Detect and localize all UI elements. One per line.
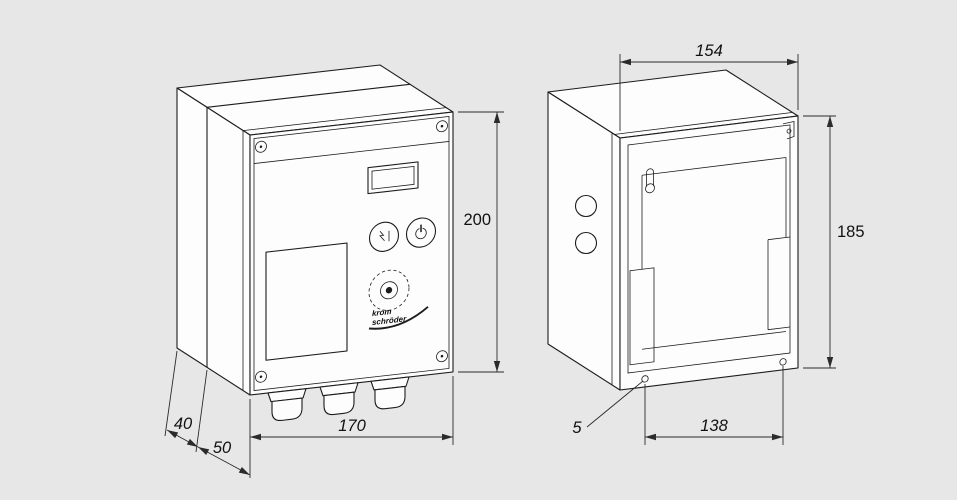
dim-rear-width-label: 154 (695, 42, 723, 60)
dimension-hole-spacing: 138 (644, 366, 784, 445)
corner-screws (255, 120, 448, 383)
rear-view: 154 185 138 5 (547, 42, 865, 445)
mounting-holes (641, 358, 787, 383)
brand-logo-swoosh (368, 306, 429, 330)
cable-glands (267, 376, 410, 422)
housing-seam-lines (206, 83, 447, 391)
dimension-rear-width: 154 (619, 42, 799, 131)
reset-button-icon (379, 230, 390, 242)
cable-knockouts (574, 194, 598, 255)
front-isometric-view: krom schröder (164, 64, 504, 478)
knob (368, 269, 410, 311)
keyhole-slot (645, 168, 655, 194)
wall-thickness-lines (611, 112, 793, 385)
rear-opening (619, 115, 799, 391)
reset-button (368, 221, 400, 252)
power-button-icon (415, 224, 427, 240)
dimension-width: 170 (249, 376, 454, 478)
cable-gland (370, 376, 410, 410)
back-wall-contour (641, 157, 790, 350)
dimension-depth: 40 50 (164, 350, 251, 476)
retaining-clip (782, 120, 795, 140)
dim-width-label: 170 (338, 417, 366, 435)
front-panel-top-strip-line (254, 141, 449, 164)
dim-depth-front-label: 50 (213, 439, 232, 457)
brand-logo: krom schröder (368, 306, 429, 330)
interior-rib (629, 267, 655, 366)
dimension-height: 200 (458, 111, 504, 373)
dim-hole-spacing-label: 138 (700, 417, 728, 435)
dim-rear-height-label: 185 (837, 223, 865, 241)
power-button (405, 217, 437, 248)
brand-logo-line1: krom (372, 307, 392, 318)
rear-inner-rim (627, 124, 791, 374)
housing-side-face (176, 87, 251, 396)
front-panel-inner-outline (253, 115, 450, 391)
viewing-window (265, 242, 348, 361)
display (367, 161, 419, 195)
dim-depth-rear-label: 40 (174, 415, 193, 433)
dimension-rear-height: 185 (803, 115, 865, 369)
cable-gland (319, 382, 359, 416)
callout-hole: 5 (572, 380, 644, 437)
dim-height-label: 200 (463, 211, 491, 229)
cable-gland (267, 388, 307, 422)
dim-hole-label: 5 (572, 419, 582, 437)
